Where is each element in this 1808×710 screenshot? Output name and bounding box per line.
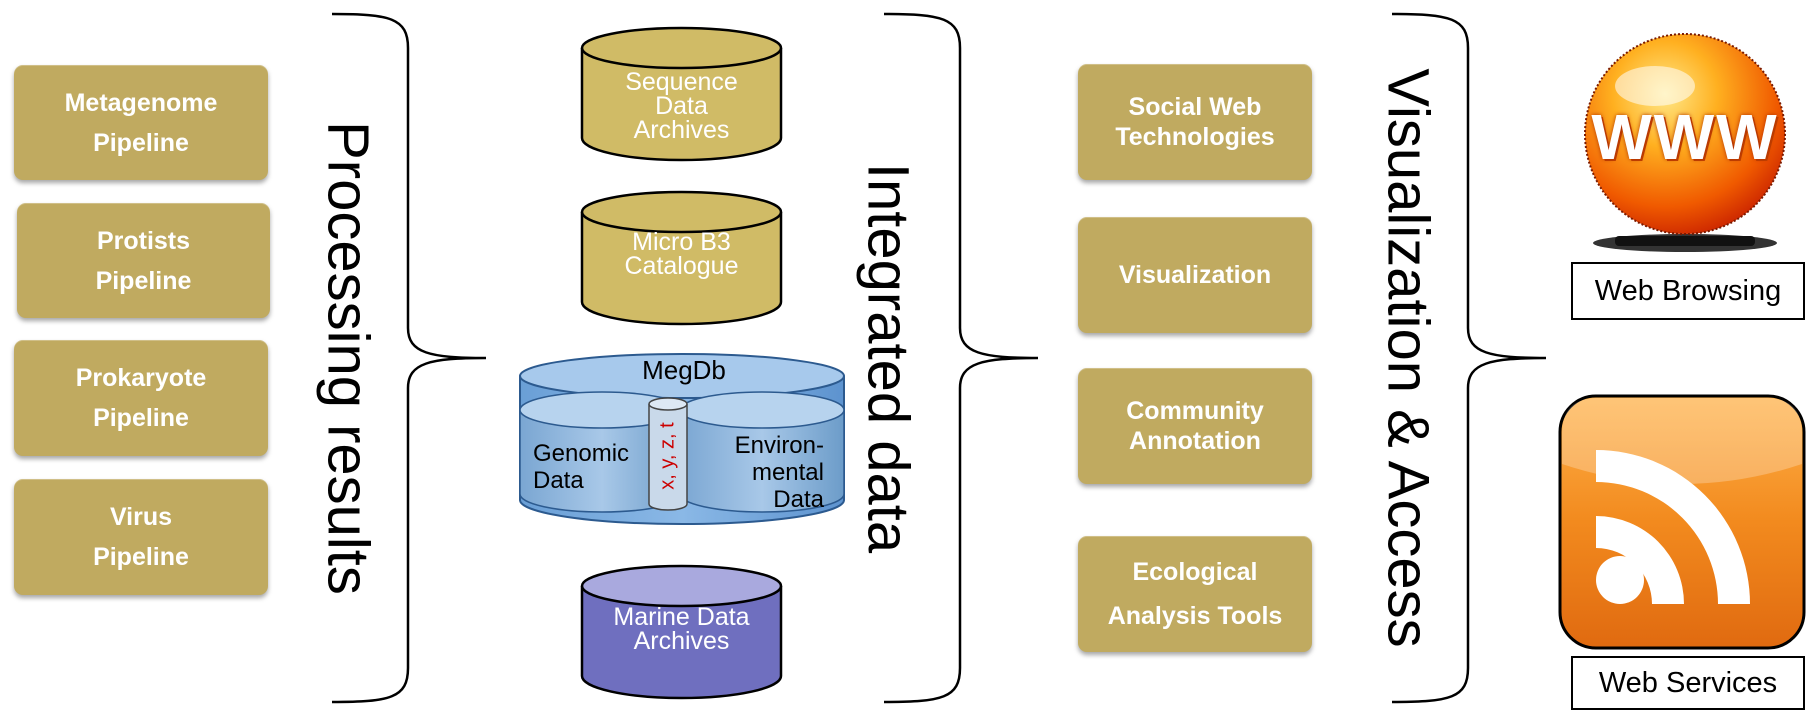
- microb3-catalogue-label: Micro B3 Catalogue: [624, 228, 739, 280]
- pipeline-label: Pipeline: [93, 543, 189, 571]
- pipeline-label: Metagenome: [64, 88, 218, 117]
- web-browsing-label: Web Browsing: [1571, 262, 1805, 320]
- pipeline-label: Prokaryote: [75, 364, 207, 392]
- megdb-cylinder: [519, 353, 845, 525]
- tool-label: Visualization: [1118, 261, 1272, 289]
- integrated-brace: [883, 12, 1039, 704]
- coordinate-label: x, y, z, t: [656, 422, 679, 490]
- web-services-label: Web Services: [1571, 656, 1805, 710]
- pipeline-label: Pipeline: [93, 404, 189, 432]
- www-globe-icon: [1584, 33, 1786, 252]
- tool-label: Annotation: [1129, 427, 1261, 455]
- tool-label: Social Web: [1128, 93, 1262, 121]
- pipeline-label: Pipeline: [93, 128, 189, 157]
- access-brace: [1391, 12, 1547, 704]
- tool-label: Ecological: [1132, 558, 1258, 586]
- social-web-box: Social Web Technologies: [1078, 64, 1312, 180]
- marine-archives-cylinder: [580, 564, 783, 700]
- megdb-title: MegDb: [642, 355, 726, 385]
- tool-label: Analysis Tools: [1107, 602, 1283, 630]
- pipeline-label: Virus: [109, 503, 173, 531]
- processing-brace: [331, 12, 487, 704]
- protists-pipeline-box: Protists Pipeline: [17, 203, 270, 318]
- pipeline-label: Protists: [96, 226, 191, 255]
- ecological-tools-box: Ecological Analysis Tools: [1078, 536, 1312, 652]
- environmental-data-label: Environ- mental Data: [734, 432, 824, 513]
- tool-label: Community: [1126, 397, 1264, 425]
- sequence-archives-label: Sequence Data Archives: [625, 68, 738, 144]
- tool-label: Technologies: [1115, 123, 1275, 151]
- virus-pipeline-box: Virus Pipeline: [14, 479, 268, 595]
- genomic-data-label: Genomic Data: [533, 440, 630, 494]
- marine-archives-label: Marine Data Archives: [613, 603, 750, 655]
- community-annotation-box: Community Annotation: [1078, 368, 1312, 484]
- sequence-archives-cylinder: [580, 26, 783, 162]
- visualization-box: Visualization: [1078, 217, 1312, 333]
- metagenome-pipeline-box: Metagenome Pipeline: [14, 65, 268, 180]
- microb3-catalogue-cylinder: [580, 190, 783, 326]
- pipeline-label: Pipeline: [95, 266, 192, 295]
- prokaryote-pipeline-box: Prokaryote Pipeline: [14, 340, 268, 456]
- www-text: WWW: [1591, 101, 1779, 173]
- rss-feed-icon: [1558, 394, 1806, 650]
